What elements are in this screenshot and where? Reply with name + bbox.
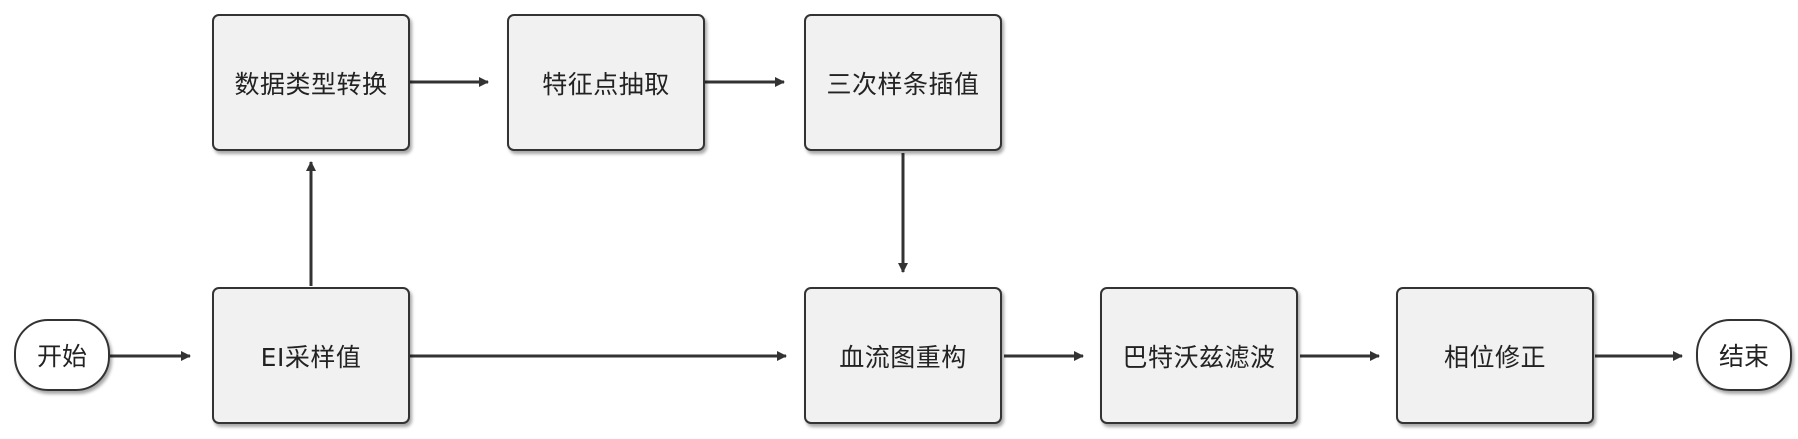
start-node-label: 开始 xyxy=(36,342,87,371)
ei-sampling-node: EI采样值 xyxy=(212,287,410,424)
data-type-conversion-node: 数据类型转换 xyxy=(212,14,410,151)
ei-sampling-label: EI采样值 xyxy=(260,342,362,372)
blood-flow-reconstruction-label: 血流图重构 xyxy=(839,342,967,372)
data-type-conversion-label: 数据类型转换 xyxy=(234,69,388,99)
cubic-spline-interpolation-label: 三次样条插值 xyxy=(826,69,980,99)
feature-point-extraction-label: 特征点抽取 xyxy=(542,69,670,99)
end-node: 结束 xyxy=(1696,319,1792,391)
feature-point-extraction-node: 特征点抽取 xyxy=(507,14,705,151)
cubic-spline-interpolation-node: 三次样条插值 xyxy=(804,14,1002,151)
start-node: 开始 xyxy=(14,319,110,391)
phase-correction-node: 相位修正 xyxy=(1396,287,1594,424)
butterworth-filter-node: 巴特沃兹滤波 xyxy=(1100,287,1298,424)
end-node-label: 结束 xyxy=(1718,342,1769,371)
phase-correction-label: 相位修正 xyxy=(1443,342,1546,372)
butterworth-filter-label: 巴特沃兹滤波 xyxy=(1122,342,1276,372)
blood-flow-reconstruction-node: 血流图重构 xyxy=(804,287,1002,424)
